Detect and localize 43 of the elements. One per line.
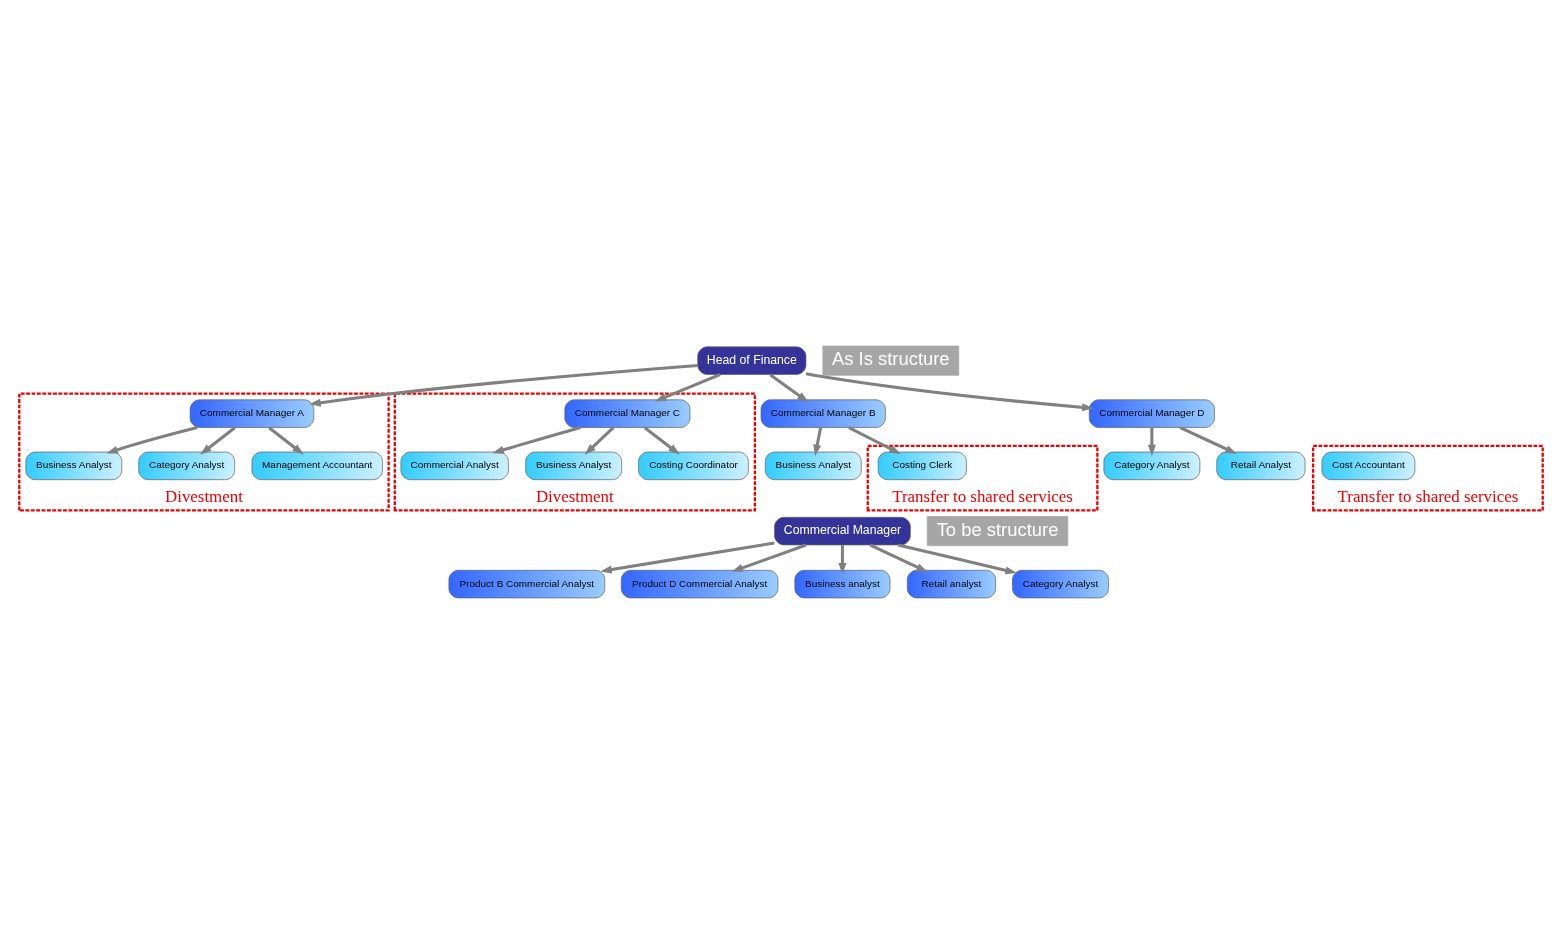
node-box: Product D Commercial Analyst <box>620 569 779 598</box>
arrow <box>1179 425 1237 454</box>
arrow <box>584 426 615 455</box>
node-box: Cost Accountant <box>1321 451 1416 480</box>
node-box: Commercial Manager C <box>564 398 691 428</box>
arrow <box>838 544 847 575</box>
arrow <box>600 541 775 573</box>
label: As Is structure <box>831 347 950 369</box>
arrow <box>654 372 721 402</box>
node-box: Category Analyst <box>1103 451 1201 480</box>
node-box: Costing Clerk <box>877 451 967 480</box>
node-box: Commercial Manager A <box>189 398 315 428</box>
node-box: Product B Commercial Analyst <box>448 569 606 598</box>
arrow <box>1147 427 1156 456</box>
arrow <box>848 425 901 454</box>
node-box: Head of Finance <box>697 345 807 375</box>
arrow <box>805 371 1094 411</box>
arrow <box>106 425 198 454</box>
node-box: Business Analyst <box>764 451 862 480</box>
node-box: Category Analyst <box>138 451 236 480</box>
arrow <box>813 426 823 456</box>
arrow <box>309 363 698 407</box>
arrow <box>897 543 1017 574</box>
node-box: Costing Coordinator <box>638 451 749 480</box>
label: To be structure <box>936 518 1059 540</box>
node-box: Business analyst <box>794 569 891 598</box>
node-box: Retail Analyst <box>1216 451 1306 480</box>
node-box: Business Analyst <box>25 451 123 480</box>
arrow <box>731 543 807 572</box>
node-box: Category Analyst <box>1012 569 1109 598</box>
arrow <box>200 426 236 455</box>
arrow <box>869 543 928 572</box>
node-box: Commercial Analyst <box>400 451 509 480</box>
node-box: Commercial Manager B <box>760 398 886 428</box>
node-box: Business Analyst <box>525 451 623 480</box>
node-box: Commercial Manager D <box>1088 398 1215 428</box>
arrow <box>492 425 581 454</box>
node-box: Management Accountant <box>251 451 383 480</box>
node-box: Commercial Manager <box>774 516 911 545</box>
node-box: Retail analyst <box>906 569 996 598</box>
arrow <box>643 426 680 455</box>
arrow <box>268 426 304 455</box>
arrow <box>769 372 809 402</box>
